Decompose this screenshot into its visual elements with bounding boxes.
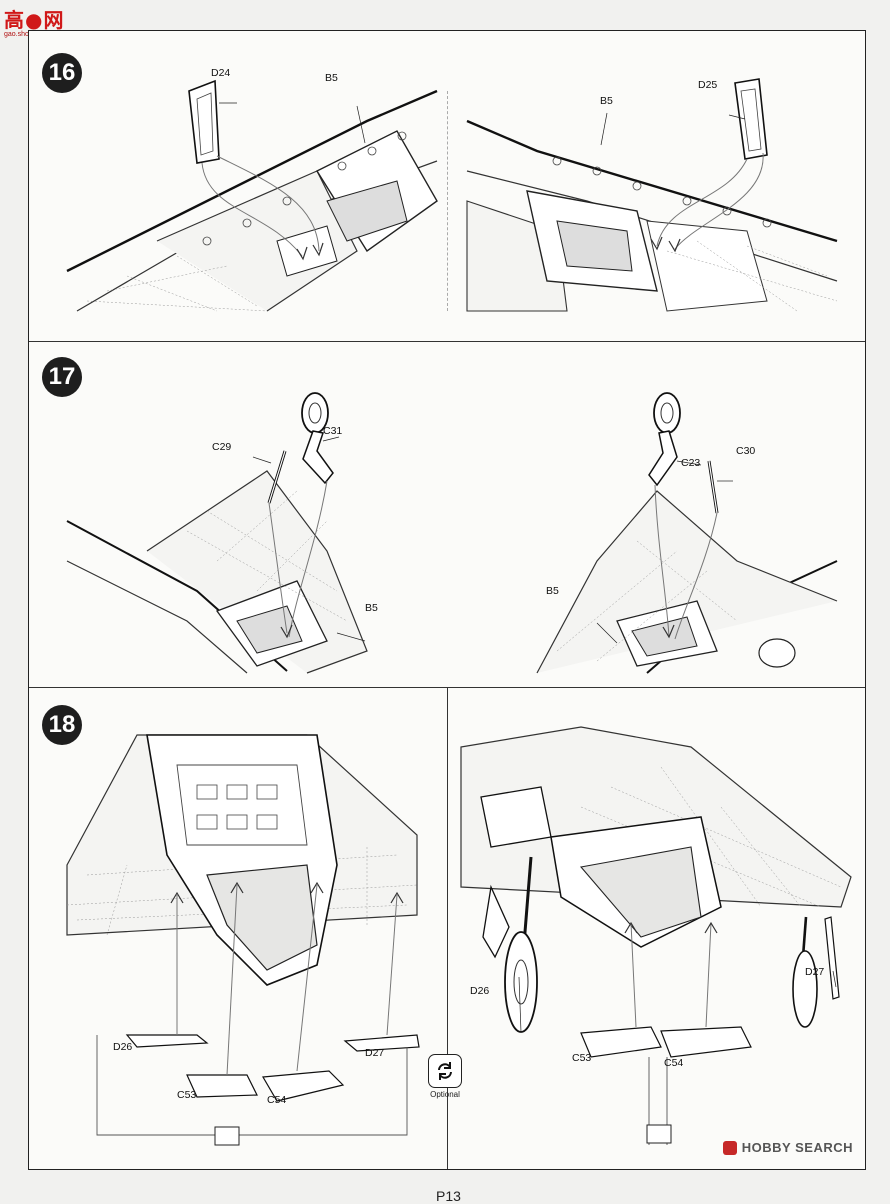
label-d26-left: D26 [113,1041,133,1053]
step-17-left-illustration [66,392,368,674]
divider-18-split [447,687,448,1169]
label-b5-step16-left: B5 [325,72,338,84]
label-b5-step17-left: B5 [365,602,378,614]
hobby-search-text: HOBBY SEARCH [741,1140,853,1155]
label-c53-right: C53 [572,1052,592,1064]
step-16-badge: 16 [42,53,82,93]
step-18-badge: 18 [42,705,82,745]
label-b5-step16-right: B5 [600,95,613,107]
logo-text: 高●网 [4,8,65,32]
label-c29: C29 [212,441,232,453]
optional-marker: Optional [425,1054,465,1099]
step-18-left-illustration [66,734,420,1146]
step-16-left-illustration [66,79,438,312]
label-d27-right: D27 [805,966,825,978]
step-17-badge: 17 [42,357,82,397]
divider-16-split [447,91,448,311]
step-17-right-illustration [536,392,838,674]
label-c54-right: C54 [664,1057,684,1069]
label-c31: C31 [323,425,343,437]
divider-16-17 [29,341,865,342]
step-16-right-illustration [466,78,838,312]
instruction-page: 16 D24 B5 [28,30,866,1170]
label-c53-left: C53 [177,1089,197,1101]
hobby-search-icon [722,1140,737,1155]
label-c54-left: C54 [267,1094,287,1106]
optional-label: Optional [430,1090,460,1099]
label-d24: D24 [211,67,231,79]
page-number: P13 [436,1188,461,1204]
hobby-search-watermark: HOBBY SEARCH [722,1140,853,1155]
logo-subtext: gao.shou.com [4,31,48,38]
label-b5-step17-right: B5 [546,585,559,597]
site-logo: 高●网 gao.shou.com [4,4,64,38]
label-c30: C30 [736,445,756,457]
label-d25: D25 [698,79,718,91]
rotate-arrows-icon [428,1054,462,1088]
label-d27-left: D27 [365,1047,385,1059]
label-d26-right: D26 [470,985,490,997]
step-18-right-illustration [460,726,852,1145]
label-c23: C23 [681,457,701,469]
